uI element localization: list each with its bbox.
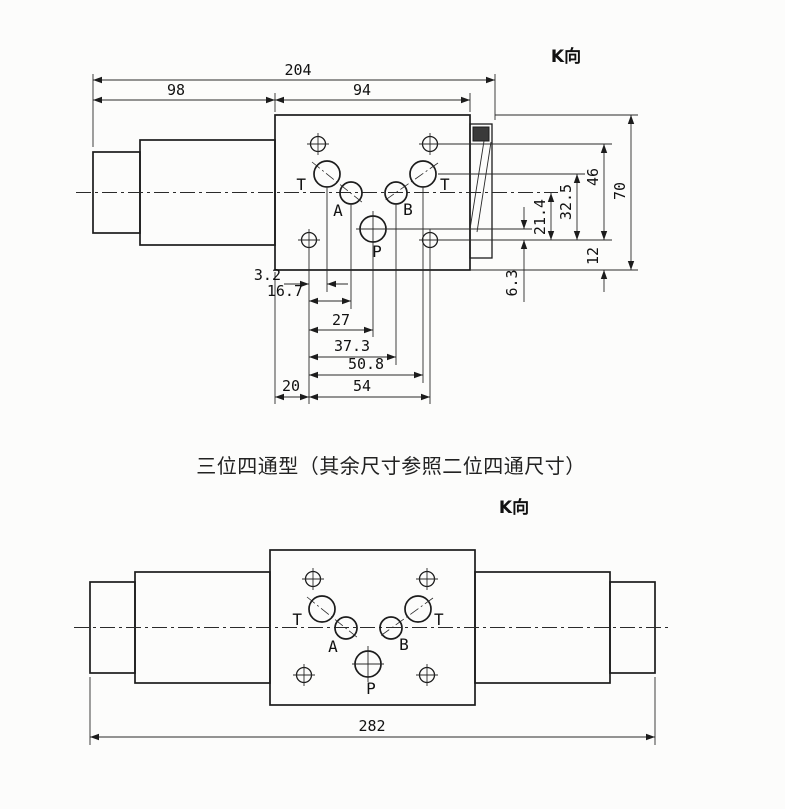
dim-total-width: 282 bbox=[358, 717, 385, 735]
port-a bbox=[339, 181, 363, 205]
port-label-t-right: T bbox=[440, 175, 450, 194]
port-a bbox=[334, 616, 358, 640]
dim-x-edge: 20 bbox=[282, 377, 300, 395]
port-label-a: A bbox=[333, 201, 343, 220]
dimension-texts: 204 98 94 3.2 16.7 27 37.3 50.8 54 20 6.… bbox=[167, 61, 629, 395]
dimension-lines: 282 bbox=[89, 677, 656, 745]
dim-y-t: 32.5 bbox=[557, 184, 575, 220]
port-face: T A B T P bbox=[292, 568, 444, 698]
plate-fold-line bbox=[469, 140, 485, 230]
dimension-lines bbox=[93, 76, 635, 401]
port-label-p: P bbox=[366, 679, 376, 698]
dim-y-ab: 21.4 bbox=[531, 199, 549, 235]
dim-x-t-right: 50.8 bbox=[348, 355, 384, 373]
mounting-plate bbox=[469, 123, 493, 259]
view-direction-label: K向 bbox=[551, 46, 581, 67]
dim-y-bottom: 12 bbox=[584, 247, 602, 265]
dim-x-holes: 54 bbox=[353, 377, 371, 395]
bolt-holes bbox=[293, 568, 438, 686]
port-label-b: B bbox=[403, 200, 413, 219]
bolt-holes bbox=[298, 133, 439, 249]
dim-x-p: 27 bbox=[332, 311, 350, 329]
port-label-t-right: T bbox=[434, 610, 444, 629]
port-label-b: B bbox=[399, 635, 409, 654]
port-t-right bbox=[404, 595, 432, 623]
view-direction-label: K向 bbox=[499, 497, 529, 518]
top-view: T A B T P bbox=[76, 46, 638, 404]
caption-text: 三位四通型（其余尺寸参照二位四通尺寸） bbox=[196, 455, 586, 478]
bottom-view: K向 bbox=[74, 497, 672, 745]
dim-right-width: 94 bbox=[353, 81, 371, 99]
plate-tab bbox=[472, 126, 490, 142]
dim-y-holes: 46 bbox=[584, 168, 602, 186]
port-label-a: A bbox=[328, 637, 338, 656]
dim-height: 70 bbox=[611, 182, 629, 200]
dim-left-width: 98 bbox=[167, 81, 185, 99]
port-center-marks bbox=[306, 596, 434, 682]
port-label-p: P bbox=[372, 242, 382, 261]
port-center-marks bbox=[311, 161, 532, 230]
port-face: T A B T P bbox=[296, 133, 532, 261]
dim-x-t-left: 3.2 bbox=[254, 266, 281, 284]
dim-x-b: 37.3 bbox=[334, 337, 370, 355]
dim-y-p: 6.3 bbox=[503, 269, 521, 296]
port-label-t-left: T bbox=[296, 175, 306, 194]
port-b bbox=[379, 616, 403, 640]
plate-fold-line bbox=[476, 141, 492, 233]
extension-lines bbox=[92, 74, 638, 404]
port-t-left bbox=[308, 595, 336, 623]
port-b bbox=[384, 181, 408, 205]
port-t-left bbox=[313, 160, 341, 188]
port-label-t-left: T bbox=[292, 610, 302, 629]
dim-x-a: 16.7 bbox=[267, 282, 303, 300]
port-t-right bbox=[409, 160, 437, 188]
dim-total-width: 204 bbox=[284, 61, 311, 79]
